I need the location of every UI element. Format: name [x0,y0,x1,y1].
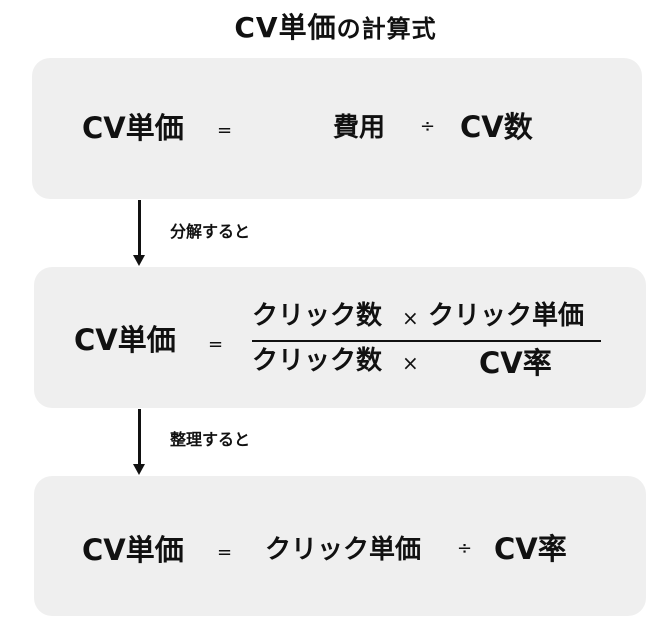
formula1-divide: ÷ [420,116,436,137]
formula2-denominator-cvr: CV率 [479,346,552,380]
formula2-numerator-cpc: クリック単価 [428,301,585,331]
formula3-lhs: CV単価 [82,533,184,567]
formula2-numerator-clicks: クリック数 [252,301,383,331]
formula-box-decomposed [34,267,646,408]
formula-box-original [32,58,642,199]
fraction-bar [252,340,601,342]
formula3-equals: = [217,542,233,563]
title-suffix: の計算式 [336,15,437,43]
page-title: CV単価の計算式 [0,8,671,49]
formula2-equals: = [208,334,224,355]
arrow-down-icon [129,409,149,475]
formula3-divide: ÷ [457,538,473,559]
formula1-cv-count: CV数 [460,110,533,144]
formula3-cpc: クリック単価 [265,535,422,565]
formula2-denominator-times: × [402,351,419,375]
formula2-lhs: CV単価 [74,323,176,357]
step-label-decompose: 分解すると [170,222,251,241]
formula1-lhs: CV単価 [82,111,184,145]
formula-box-simplified [34,476,646,616]
title-main: CV単価 [234,11,337,44]
formula2-denominator-clicks: クリック数 [252,346,383,376]
step-label-simplify: 整理すると [170,430,251,449]
arrow-down-icon [129,200,149,266]
formula2-numerator-times: × [402,306,419,330]
formula3-cvr: CV率 [494,532,567,566]
formula1-equals: = [217,120,233,141]
formula1-cost: 費用 [333,113,386,143]
